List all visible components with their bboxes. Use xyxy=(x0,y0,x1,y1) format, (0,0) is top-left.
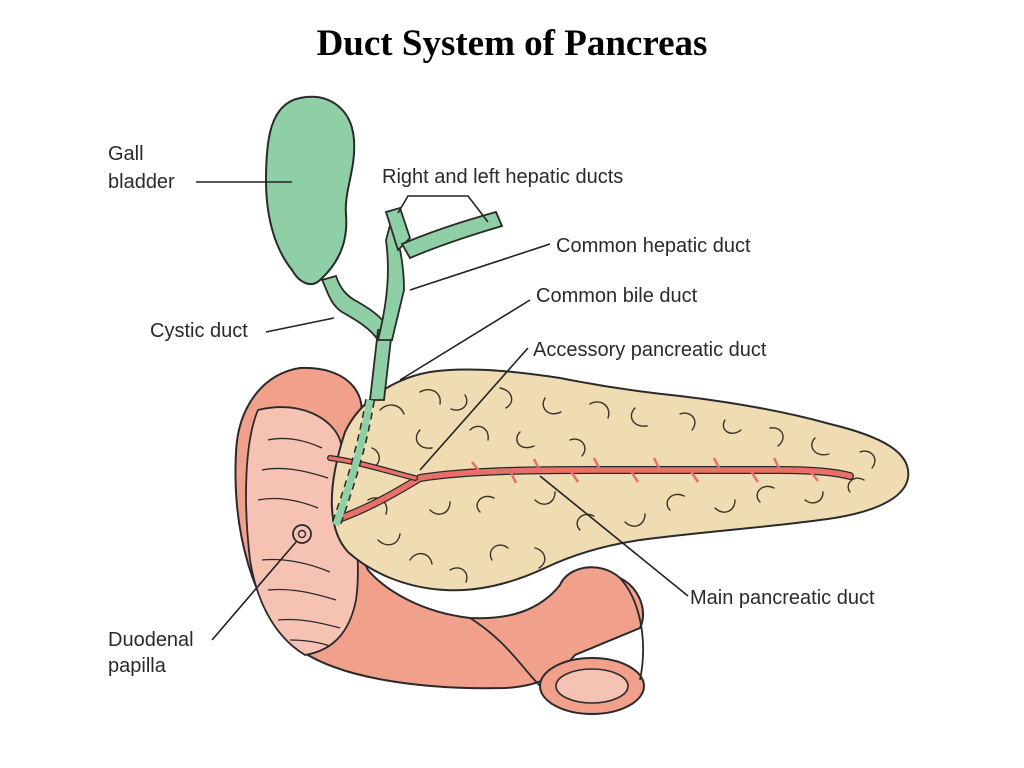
label-duodenal-papilla-line2: papilla xyxy=(108,655,167,677)
duodenal-papilla xyxy=(292,524,312,544)
main-pancreatic-duct xyxy=(332,457,854,524)
diagram-title: Duct System of Pancreas xyxy=(316,23,708,64)
mucosal-folds xyxy=(257,437,341,647)
duodenum xyxy=(234,366,645,715)
label-gall-bladder-line2: bladder xyxy=(108,171,175,193)
gall-bladder xyxy=(264,95,356,286)
right-hepatic-duct xyxy=(384,206,412,252)
leader-lines xyxy=(196,181,689,641)
pancreas-lobules xyxy=(367,387,876,583)
accessory-pancreatic-duct xyxy=(327,455,418,481)
biliary-tree xyxy=(264,95,504,527)
label-common-hepatic-duct: Common hepatic duct xyxy=(556,235,751,257)
labels: Gall bladder Right and left hepatic duct… xyxy=(108,143,875,677)
label-duodenal-papilla-line1: Duodenal xyxy=(108,629,194,651)
duodenum-lumen xyxy=(555,668,629,704)
label-accessory-pancreatic-duct: Accessory pancreatic duct xyxy=(533,339,767,361)
label-main-pancreatic-duct: Main pancreatic duct xyxy=(690,587,875,609)
label-common-bile-duct: Common bile duct xyxy=(536,285,698,307)
left-hepatic-duct xyxy=(400,210,504,260)
label-hepatic-ducts: Right and left hepatic ducts xyxy=(382,166,623,188)
label-cystic-duct: Cystic duct xyxy=(150,320,248,342)
pancreas-body xyxy=(330,368,910,592)
pancreas xyxy=(330,368,910,592)
label-gall-bladder-line1: Gall xyxy=(108,143,144,165)
